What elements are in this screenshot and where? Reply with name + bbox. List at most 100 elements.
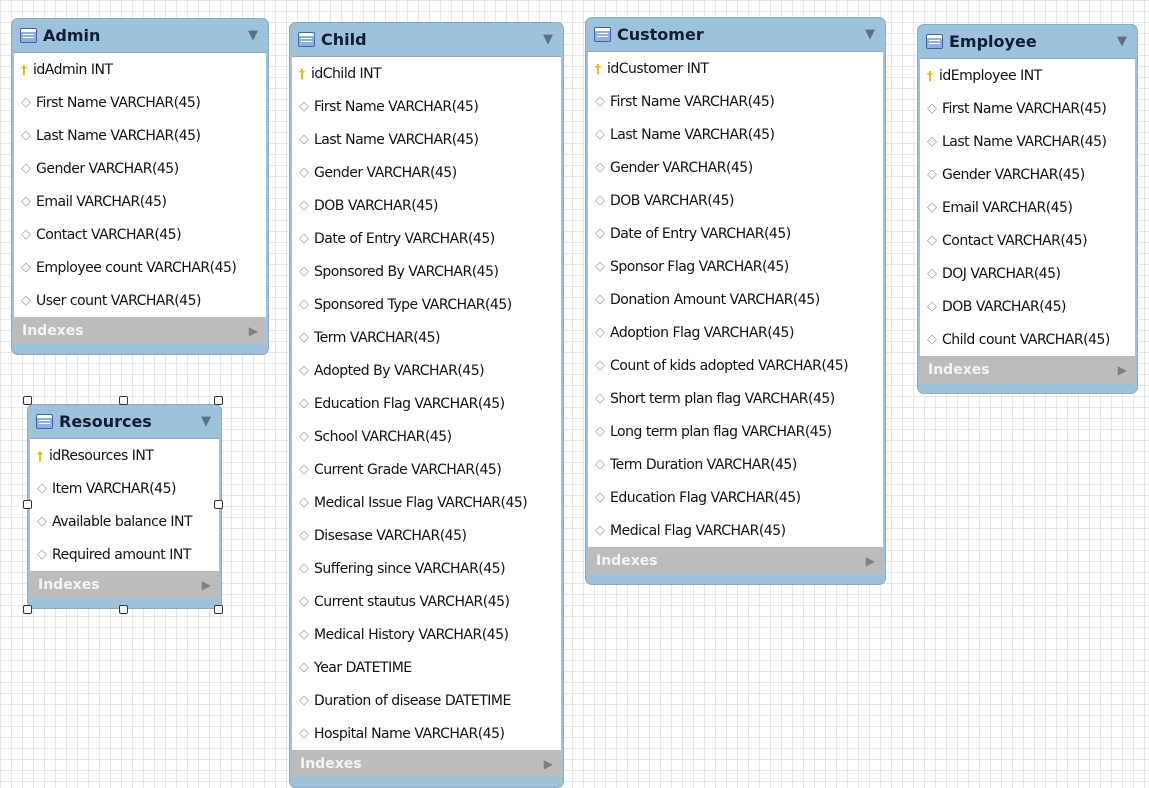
collapse-icon[interactable]: ▼ [1117,34,1127,49]
resize-handle-bottom-right[interactable] [214,605,223,614]
collapse-icon[interactable]: ▼ [543,32,553,47]
column-row[interactable]: ◇DOB VARCHAR(45) [588,184,883,217]
diamond-icon: ◇ [299,396,309,411]
diamond-icon: ◇ [595,523,605,538]
column-row[interactable]: ◇Sponsored Type VARCHAR(45) [292,288,561,321]
column-row[interactable]: ◇School VARCHAR(45) [292,420,561,453]
resize-handle-right[interactable] [214,500,223,509]
column-row[interactable]: †idChild INT [292,57,561,90]
column-row[interactable]: ◇Date of Entry VARCHAR(45) [588,217,883,250]
column-row[interactable]: ◇Term VARCHAR(45) [292,321,561,354]
column-row[interactable]: ◇Child count VARCHAR(45) [920,323,1135,356]
expand-icon[interactable]: ▶ [543,756,553,771]
column-row[interactable]: ◇Gender VARCHAR(45) [920,158,1135,191]
column-row[interactable]: ◇Sponsor Flag VARCHAR(45) [588,250,883,283]
column-row[interactable]: ◇Adoption Flag VARCHAR(45) [588,316,883,349]
column-row[interactable]: ◇Duration of disease DATETIME [292,684,561,717]
column-row[interactable]: ◇Current stautus VARCHAR(45) [292,585,561,618]
column-row[interactable]: ◇DOB VARCHAR(45) [920,290,1135,323]
column-row[interactable]: ◇Count of kids adopted VARCHAR(45) [588,349,883,382]
column-row[interactable]: ◇Available balance INT [30,505,219,538]
column-row[interactable]: ◇Sponsored By VARCHAR(45) [292,255,561,288]
column-label: Sponsored By VARCHAR(45) [314,263,499,280]
column-row[interactable]: ◇Last Name VARCHAR(45) [14,119,266,152]
column-row[interactable]: ◇Suffering since VARCHAR(45) [292,552,561,585]
diamond-icon: ◇ [299,594,309,609]
column-row[interactable]: ◇Email VARCHAR(45) [14,185,266,218]
column-row[interactable]: ◇Gender VARCHAR(45) [588,151,883,184]
column-row[interactable]: ◇Medical Flag VARCHAR(45) [588,514,883,547]
column-row[interactable]: ◇User count VARCHAR(45) [14,284,266,317]
table-child[interactable]: Child ▼ †idChild INT◇First Name VARCHAR(… [289,22,564,788]
indexes-bar[interactable]: Indexes ▶ [292,750,561,777]
indexes-bar[interactable]: Indexes ▶ [30,571,219,598]
column-row[interactable]: ◇Item VARCHAR(45) [30,472,219,505]
column-row[interactable]: ◇DOB VARCHAR(45) [292,189,561,222]
column-row[interactable]: ◇First Name VARCHAR(45) [920,92,1135,125]
column-row[interactable]: ◇Last Name VARCHAR(45) [292,123,561,156]
column-row[interactable]: †idCustomer INT [588,52,883,85]
table-customer[interactable]: Customer ▼ †idCustomer INT◇First Name VA… [585,17,886,585]
diamond-icon: ◇ [299,297,309,312]
column-row[interactable]: ◇ Education Flag VARCHAR(45) [292,387,561,420]
diamond-icon: ◇ [299,660,309,675]
diamond-icon: ◇ [299,132,309,147]
column-row[interactable]: ◇Adopted By VARCHAR(45) [292,354,561,387]
column-row[interactable]: ◇Current Grade VARCHAR(45) [292,453,561,486]
table-resources[interactable]: Resources ▼ †idResources INT◇Item VARCHA… [27,404,222,609]
column-row[interactable]: ◇DOJ VARCHAR(45) [920,257,1135,290]
indexes-bar[interactable]: Indexes ▶ [588,547,883,574]
resize-handle-left[interactable] [23,500,32,509]
columns-list: †idAdmin INT◇First Name VARCHAR(45)◇Last… [14,52,266,317]
column-row[interactable]: ◇First Name VARCHAR(45) [588,85,883,118]
table-header[interactable]: Admin ▼ [12,19,268,52]
column-row[interactable]: ◇Education Flag VARCHAR(45) [588,481,883,514]
table-header[interactable]: Customer ▼ [586,18,885,51]
resize-handle-top-left[interactable] [23,396,32,405]
table-header[interactable]: Child ▼ [290,23,563,56]
collapse-icon[interactable]: ▼ [201,414,211,429]
column-row[interactable]: ◇Date of Entry VARCHAR(45) [292,222,561,255]
column-row[interactable]: ◇Hospital Name VARCHAR(45) [292,717,561,750]
column-row[interactable]: ◇Long term plan flag VARCHAR(45) [588,415,883,448]
column-row[interactable]: ◇Disesase VARCHAR(45) [292,519,561,552]
resize-handle-bottom-left[interactable] [23,605,32,614]
column-row[interactable]: ◇Medical History VARCHAR(45) [292,618,561,651]
column-row[interactable]: ◇Donation Amount VARCHAR(45) [588,283,883,316]
column-row[interactable]: ◇Email VARCHAR(45) [920,191,1135,224]
collapse-icon[interactable]: ▼ [865,27,875,42]
indexes-bar[interactable]: Indexes ▶ [920,356,1135,383]
column-row[interactable]: ◇Required amount INT [30,538,219,571]
column-row[interactable]: ◇Medical Issue Flag VARCHAR(45) [292,486,561,519]
diamond-icon: ◇ [299,330,309,345]
column-row[interactable]: †idEmployee INT [920,59,1135,92]
expand-icon[interactable]: ▶ [865,553,875,568]
column-row[interactable]: ◇Contact VARCHAR(45) [14,218,266,251]
column-row[interactable]: ◇Year DATETIME [292,651,561,684]
table-header[interactable]: Resources ▼ [28,405,221,438]
resize-handle-top-right[interactable] [214,396,223,405]
column-row[interactable]: ◇Gender VARCHAR(45) [292,156,561,189]
resize-handle-top[interactable] [119,396,128,405]
collapse-icon[interactable]: ▼ [248,28,258,43]
column-row[interactable]: ◇First Name VARCHAR(45) [14,86,266,119]
column-row[interactable]: †idAdmin INT [14,53,266,86]
column-row[interactable]: ◇Short term plan flag VARCHAR(45) [588,382,883,415]
column-row[interactable]: ◇Contact VARCHAR(45) [920,224,1135,257]
indexes-bar[interactable]: Indexes ▶ [14,317,266,344]
column-row[interactable]: ◇Last Name VARCHAR(45) [920,125,1135,158]
expand-icon[interactable]: ▶ [1117,362,1127,377]
table-admin[interactable]: Admin ▼ †idAdmin INT◇First Name VARCHAR(… [11,18,269,355]
table-employee[interactable]: Employee ▼ †idEmployee INT◇First Name VA… [917,24,1138,394]
expand-icon[interactable]: ▶ [248,323,258,338]
resize-handle-bottom[interactable] [119,605,128,614]
column-row[interactable]: ◇Employee count VARCHAR(45) [14,251,266,284]
column-row[interactable]: ◇First Name VARCHAR(45) [292,90,561,123]
column-row[interactable]: ◇Last Name VARCHAR(45) [588,118,883,151]
column-row[interactable]: ◇Term Duration VARCHAR(45) [588,448,883,481]
expand-icon[interactable]: ▶ [201,577,211,592]
column-row[interactable]: †idResources INT [30,439,219,472]
table-header[interactable]: Employee ▼ [918,25,1137,58]
column-label: Education Flag VARCHAR(45) [314,395,505,412]
column-row[interactable]: ◇Gender VARCHAR(45) [14,152,266,185]
